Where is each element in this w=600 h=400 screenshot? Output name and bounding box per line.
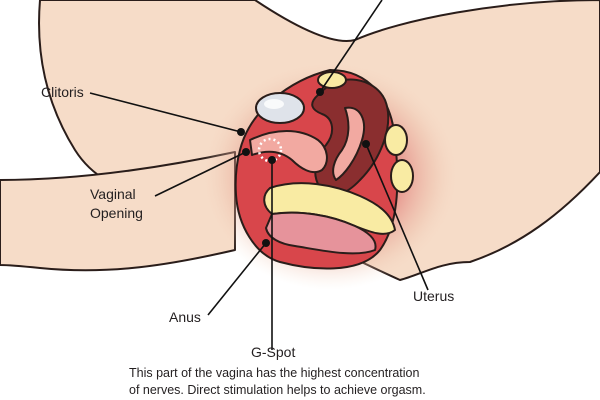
dot-clitoris [237,128,245,136]
leader-uterus [365,143,429,291]
rectum [265,211,377,255]
dot-uterus [362,140,370,148]
lower-leg-shape [0,151,236,272]
label-uterus: Uterus [413,288,454,304]
caption-line2: of nerves. Direct stimulation helps to a… [129,383,426,397]
caption-line1: This part of the vagina has the highest … [129,366,420,380]
label-vaginal-opening-line2: Opening [90,205,143,221]
label-g-spot: G-Spot [251,344,295,360]
ovary-upper [384,124,408,156]
dot-vaginal-opening [242,148,250,156]
bladder-highlight [264,99,284,109]
leader-top [319,0,383,93]
leader-clitoris [89,92,242,133]
vaginal-canal [249,130,328,174]
label-vaginal-opening-line1: Vaginal [90,186,136,202]
label-clitoris: Clitoris [41,84,84,100]
label-anus: Anus [169,309,201,325]
dot-g-spot [268,156,276,164]
dot-anus [262,239,270,247]
uterus-lining [332,106,365,181]
g-spot-ring [257,137,283,163]
ovary-lower [390,159,414,193]
leader-vaginal-opening [154,151,247,197]
leader-anus [207,242,267,316]
dot-top [316,88,324,96]
